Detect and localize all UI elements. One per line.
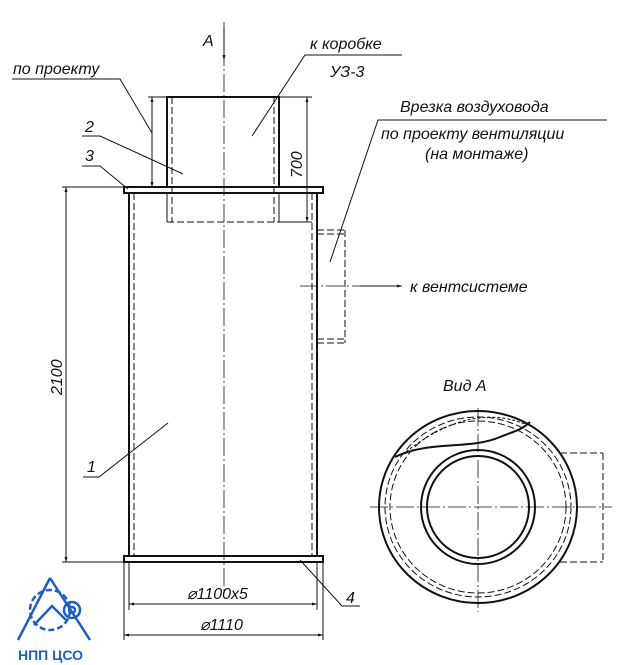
position-2: 2 xyxy=(84,119,94,136)
side-branch xyxy=(317,229,346,344)
view-a xyxy=(370,408,612,612)
position-1: 1 xyxy=(87,459,96,476)
body-diameter-label: ⌀1100x5 xyxy=(187,586,248,603)
bottom-flange xyxy=(123,555,324,563)
position-4: 4 xyxy=(346,590,355,607)
company-logo: НПП ЦСО xyxy=(16,577,92,663)
top-pipe xyxy=(166,96,280,223)
cutaway-line xyxy=(394,421,531,458)
main-body xyxy=(128,193,318,556)
duct-cut-label-3: (на монтаже) xyxy=(425,146,528,163)
duct-cut-leader xyxy=(329,119,607,263)
to-box-label-2: УЗ-3 xyxy=(329,64,365,81)
duct-cut-label-1: Врезка воздуховода xyxy=(400,99,549,116)
by-project-leader xyxy=(12,78,153,134)
by-project-label: по проекту xyxy=(13,61,100,78)
to-vent-system-label: к вентсистеме xyxy=(410,279,528,296)
view-a-title: Вид А xyxy=(443,378,487,395)
logo-text: НПП ЦСО xyxy=(18,647,83,663)
duct-cut-label-2: по проекту вентиляции xyxy=(381,126,564,143)
position-1-leader xyxy=(83,422,169,478)
position-2-leader xyxy=(82,135,184,175)
height-700-label: 700 xyxy=(289,151,306,178)
position-4-leader xyxy=(299,559,360,607)
position-3: 3 xyxy=(85,148,94,165)
flange-diameter-label: ⌀1110 xyxy=(200,617,243,634)
to-box-leader xyxy=(251,54,402,137)
view-label: A xyxy=(202,33,214,50)
height-2100-label: 2100 xyxy=(49,359,66,396)
hatch-section xyxy=(401,416,528,456)
position-3-leader xyxy=(82,165,129,190)
to-box-label-1: к коробке xyxy=(310,36,382,53)
top-flange xyxy=(123,186,324,194)
